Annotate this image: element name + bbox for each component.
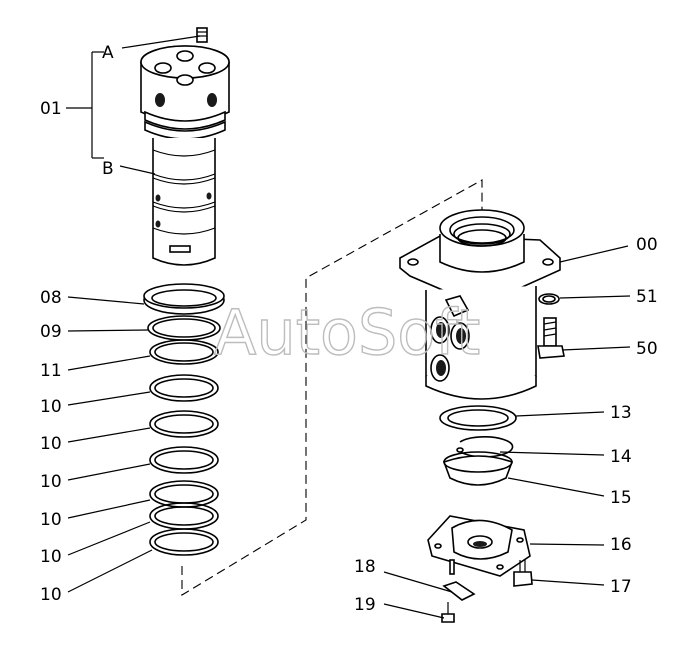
label-19: 19 — [354, 595, 376, 615]
callout-labels: A B 01 08 09 11 10 10 10 10 10 10 00 51 … — [40, 43, 658, 615]
housing-part — [399, 209, 561, 400]
label-17: 17 — [610, 577, 632, 597]
label-18: 18 — [354, 557, 376, 577]
part-18-19 — [441, 559, 476, 623]
label-50: 50 — [636, 339, 658, 359]
label-16: 16 — [610, 535, 632, 555]
assembly-dashed-line — [181, 179, 483, 596]
label-10-5: 10 — [40, 547, 62, 567]
label-10-1: 10 — [40, 397, 62, 417]
part-17 — [513, 560, 533, 587]
label-14: 14 — [610, 447, 632, 467]
right-leaders — [383, 245, 631, 619]
ring-leaders — [67, 296, 153, 593]
label-08: 08 — [40, 288, 62, 308]
label-A: A — [102, 43, 114, 63]
label-13: 13 — [610, 403, 632, 423]
ring-stack — [143, 283, 225, 556]
label-15: 15 — [610, 488, 632, 508]
label-10-3: 10 — [40, 472, 62, 492]
part-50 — [537, 317, 565, 359]
part-13 — [439, 405, 517, 431]
label-00: 00 — [636, 235, 658, 255]
part-16 — [427, 515, 531, 577]
label-51: 51 — [636, 287, 658, 307]
bracket-01 — [66, 35, 201, 175]
label-09: 09 — [40, 322, 62, 342]
label-B: B — [102, 159, 114, 179]
label-01: 01 — [40, 99, 62, 119]
part-15 — [442, 451, 514, 486]
part-14 — [456, 436, 514, 458]
watermark-text: AutoSoft — [214, 296, 480, 369]
spindle-part — [140, 27, 230, 266]
label-11: 11 — [40, 361, 62, 381]
label-10-2: 10 — [40, 434, 62, 454]
label-10-4: 10 — [40, 510, 62, 530]
part-51 — [538, 293, 560, 305]
label-10-6: 10 — [40, 585, 62, 605]
